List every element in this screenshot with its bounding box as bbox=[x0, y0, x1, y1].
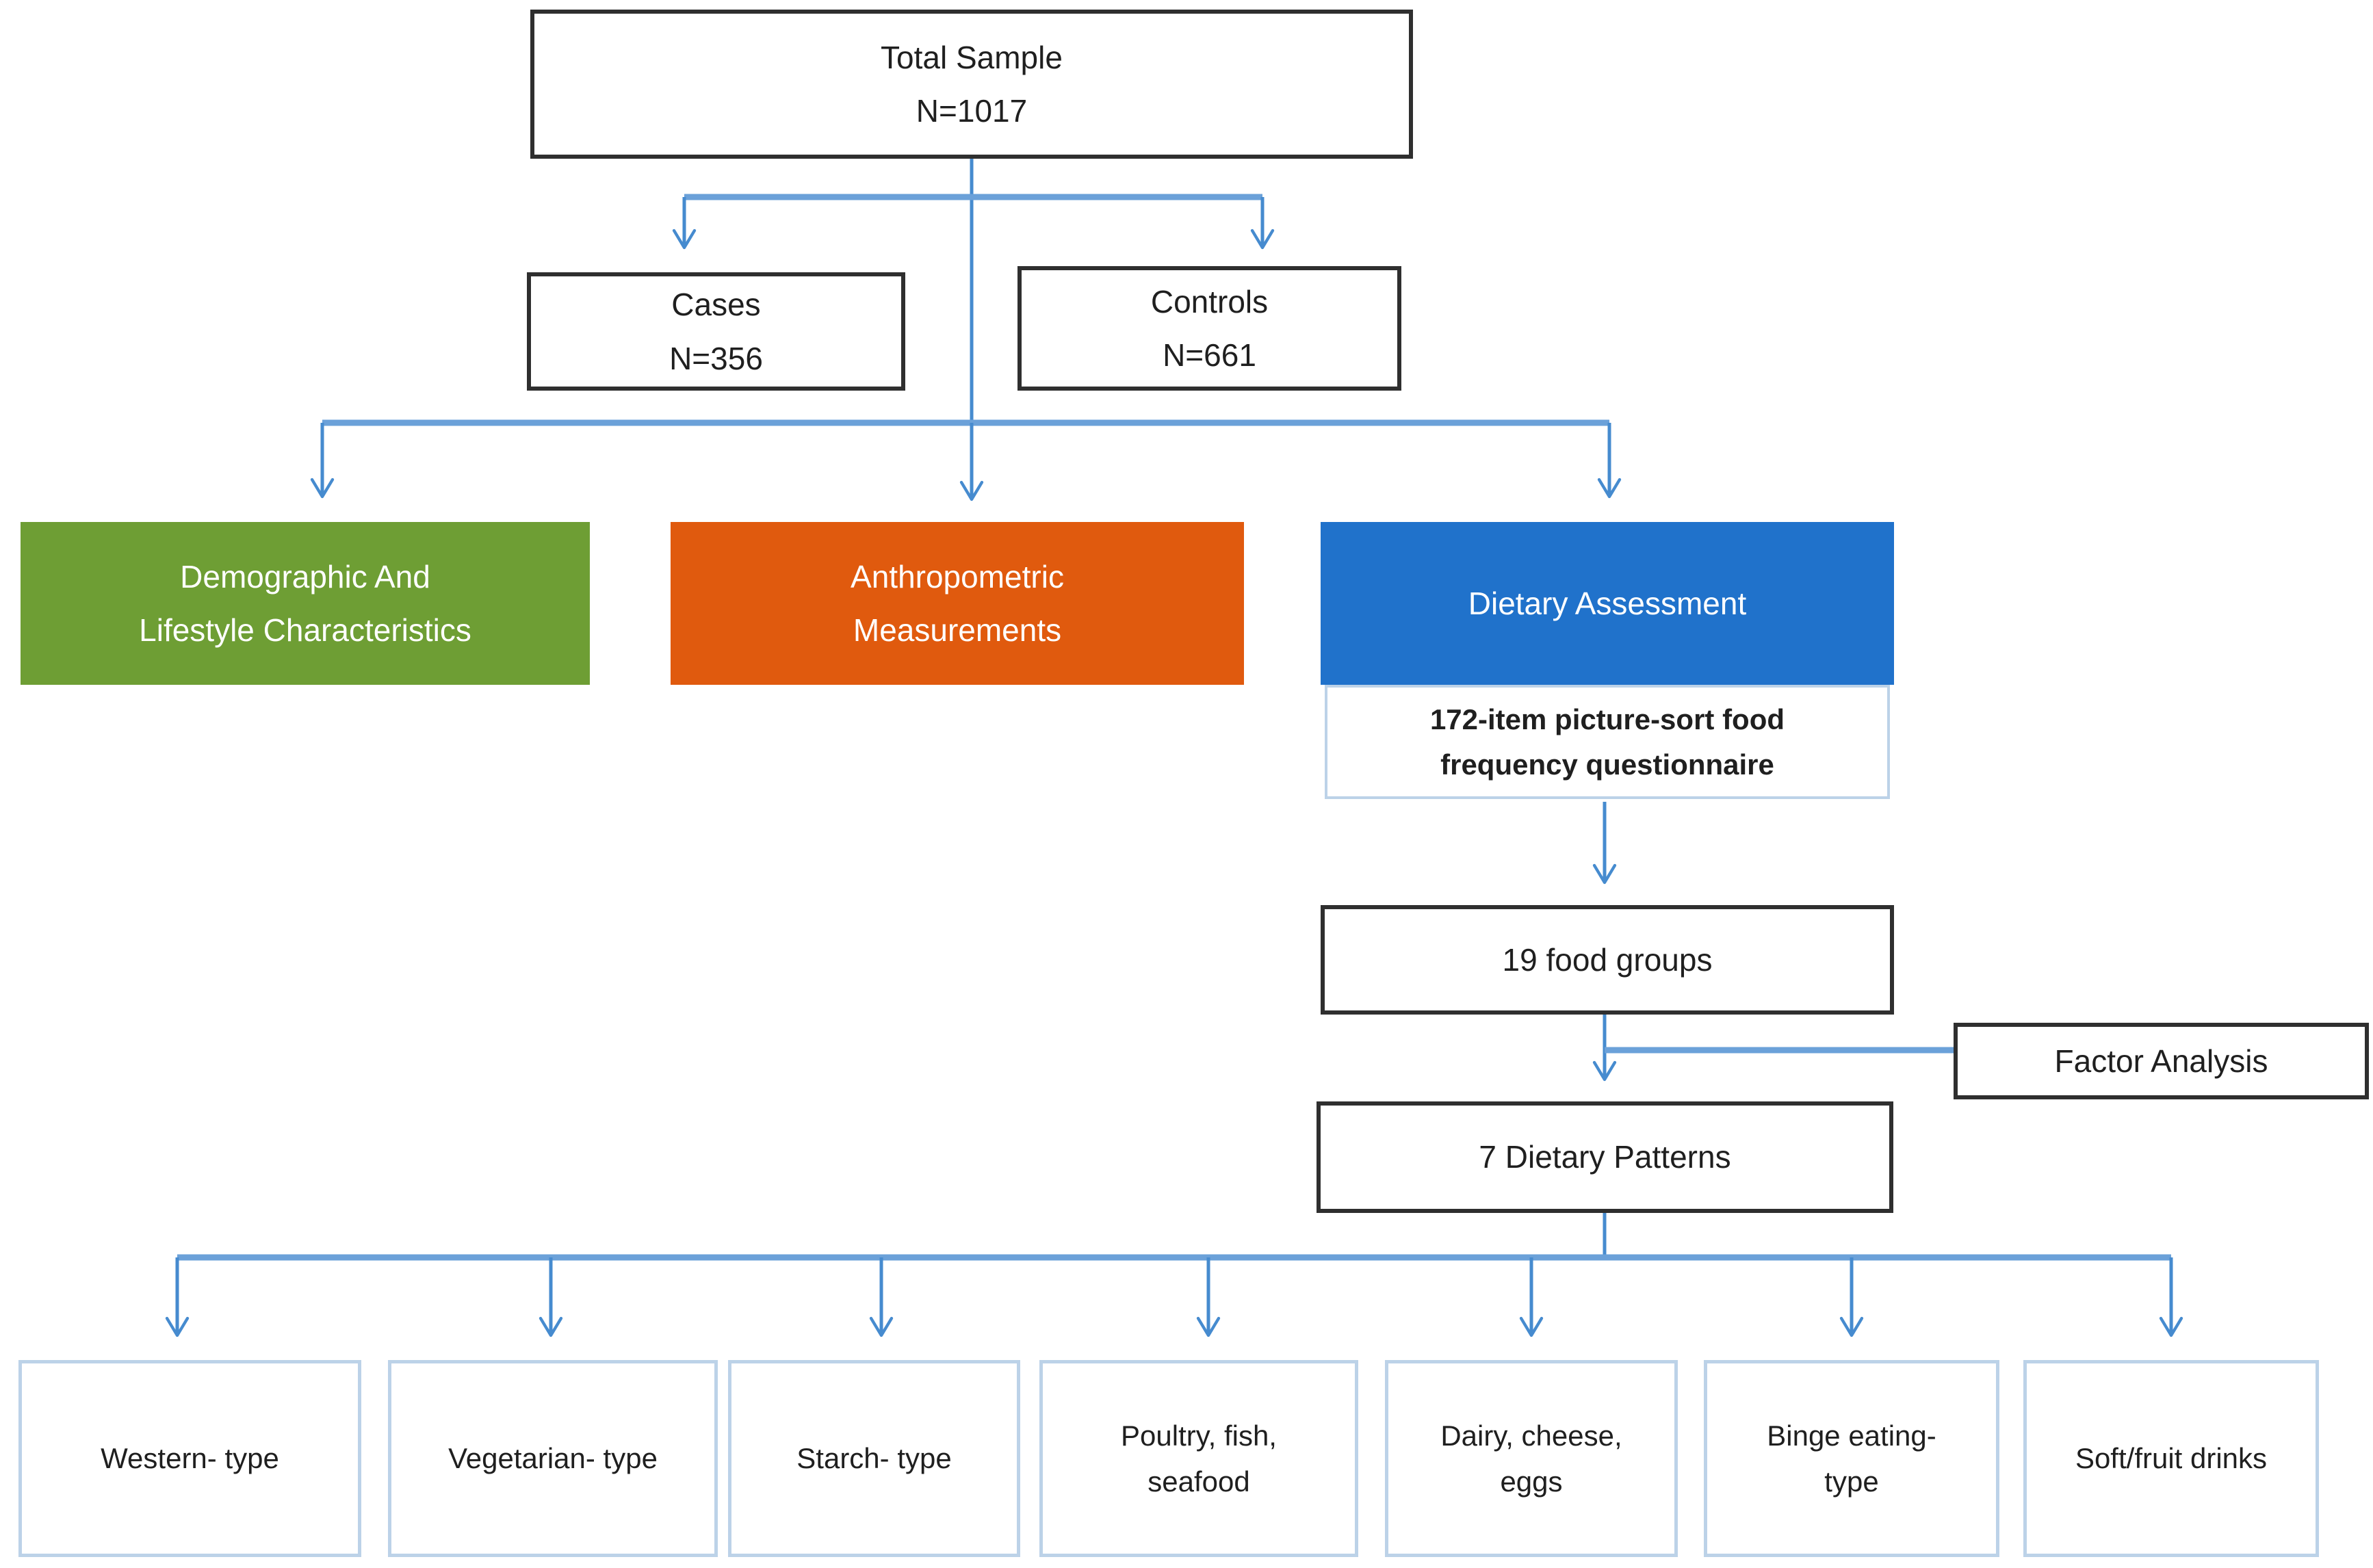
food-groups-label: 19 food groups bbox=[1502, 941, 1713, 978]
dietary-assessment-label: Dietary Assessment bbox=[1468, 585, 1747, 621]
node-ffq: 172-item picture-sort food frequency que… bbox=[1325, 685, 1890, 799]
node-pattern-poultry-fish-seafood: Poultry, fish, seafood bbox=[1039, 1360, 1358, 1557]
anthropometric-line2: Measurements bbox=[853, 612, 1062, 648]
node-cases: Cases N=356 bbox=[527, 272, 905, 391]
node-pattern-binge-eating: Binge eating- type bbox=[1704, 1360, 1999, 1557]
ffq-line2: frequency questionnaire bbox=[1440, 748, 1774, 781]
demographic-line1: Demographic And bbox=[180, 558, 430, 594]
pattern-starch-label: Starch- type bbox=[796, 1442, 952, 1475]
node-demographic-lifestyle: Demographic And Lifestyle Characteristic… bbox=[21, 522, 590, 685]
anthropometric-line1: Anthropometric bbox=[851, 558, 1064, 594]
pattern-western-label: Western- type bbox=[101, 1442, 279, 1475]
pattern-soft-drinks-label: Soft/fruit drinks bbox=[2075, 1442, 2268, 1475]
node-19-food-groups: 19 food groups bbox=[1321, 905, 1894, 1015]
node-anthropometric: Anthropometric Measurements bbox=[671, 522, 1244, 685]
node-dietary-assessment: Dietary Assessment bbox=[1321, 522, 1894, 685]
cases-n: N=356 bbox=[669, 340, 763, 376]
pattern-binge-line1: Binge eating- bbox=[1767, 1419, 1936, 1452]
pattern-binge-line2: type bbox=[1824, 1465, 1879, 1498]
pattern-vegetarian-label: Vegetarian- type bbox=[448, 1442, 658, 1475]
node-factor-analysis: Factor Analysis bbox=[1954, 1023, 2369, 1099]
pattern-dairy-line1: Dairy, cheese, bbox=[1440, 1419, 1622, 1452]
node-pattern-starch: Starch- type bbox=[728, 1360, 1020, 1557]
node-pattern-dairy-cheese-eggs: Dairy, cheese, eggs bbox=[1385, 1360, 1678, 1557]
node-7-dietary-patterns: 7 Dietary Patterns bbox=[1317, 1101, 1893, 1213]
dietary-patterns-label: 7 Dietary Patterns bbox=[1479, 1139, 1731, 1175]
node-pattern-western: Western- type bbox=[18, 1360, 361, 1557]
node-total-sample: Total Sample N=1017 bbox=[530, 10, 1413, 159]
ffq-line1: 172-item picture-sort food bbox=[1429, 703, 1785, 736]
controls-title: Controls bbox=[1150, 283, 1269, 319]
node-pattern-soft-fruit-drinks: Soft/fruit drinks bbox=[2023, 1360, 2319, 1557]
node-pattern-vegetarian: Vegetarian- type bbox=[388, 1360, 718, 1557]
pattern-poultry-line2: seafood bbox=[1147, 1465, 1250, 1498]
factor-analysis-label: Factor Analysis bbox=[2054, 1043, 2268, 1079]
total-sample-title: Total Sample bbox=[881, 39, 1063, 75]
total-sample-n: N=1017 bbox=[916, 93, 1028, 129]
cases-title: Cases bbox=[671, 287, 761, 323]
controls-n: N=661 bbox=[1163, 337, 1256, 373]
pattern-dairy-line2: eggs bbox=[1500, 1465, 1563, 1498]
demographic-line2: Lifestyle Characteristics bbox=[139, 612, 471, 648]
pattern-poultry-line1: Poultry, fish, bbox=[1121, 1419, 1277, 1452]
node-controls: Controls N=661 bbox=[1017, 266, 1401, 391]
